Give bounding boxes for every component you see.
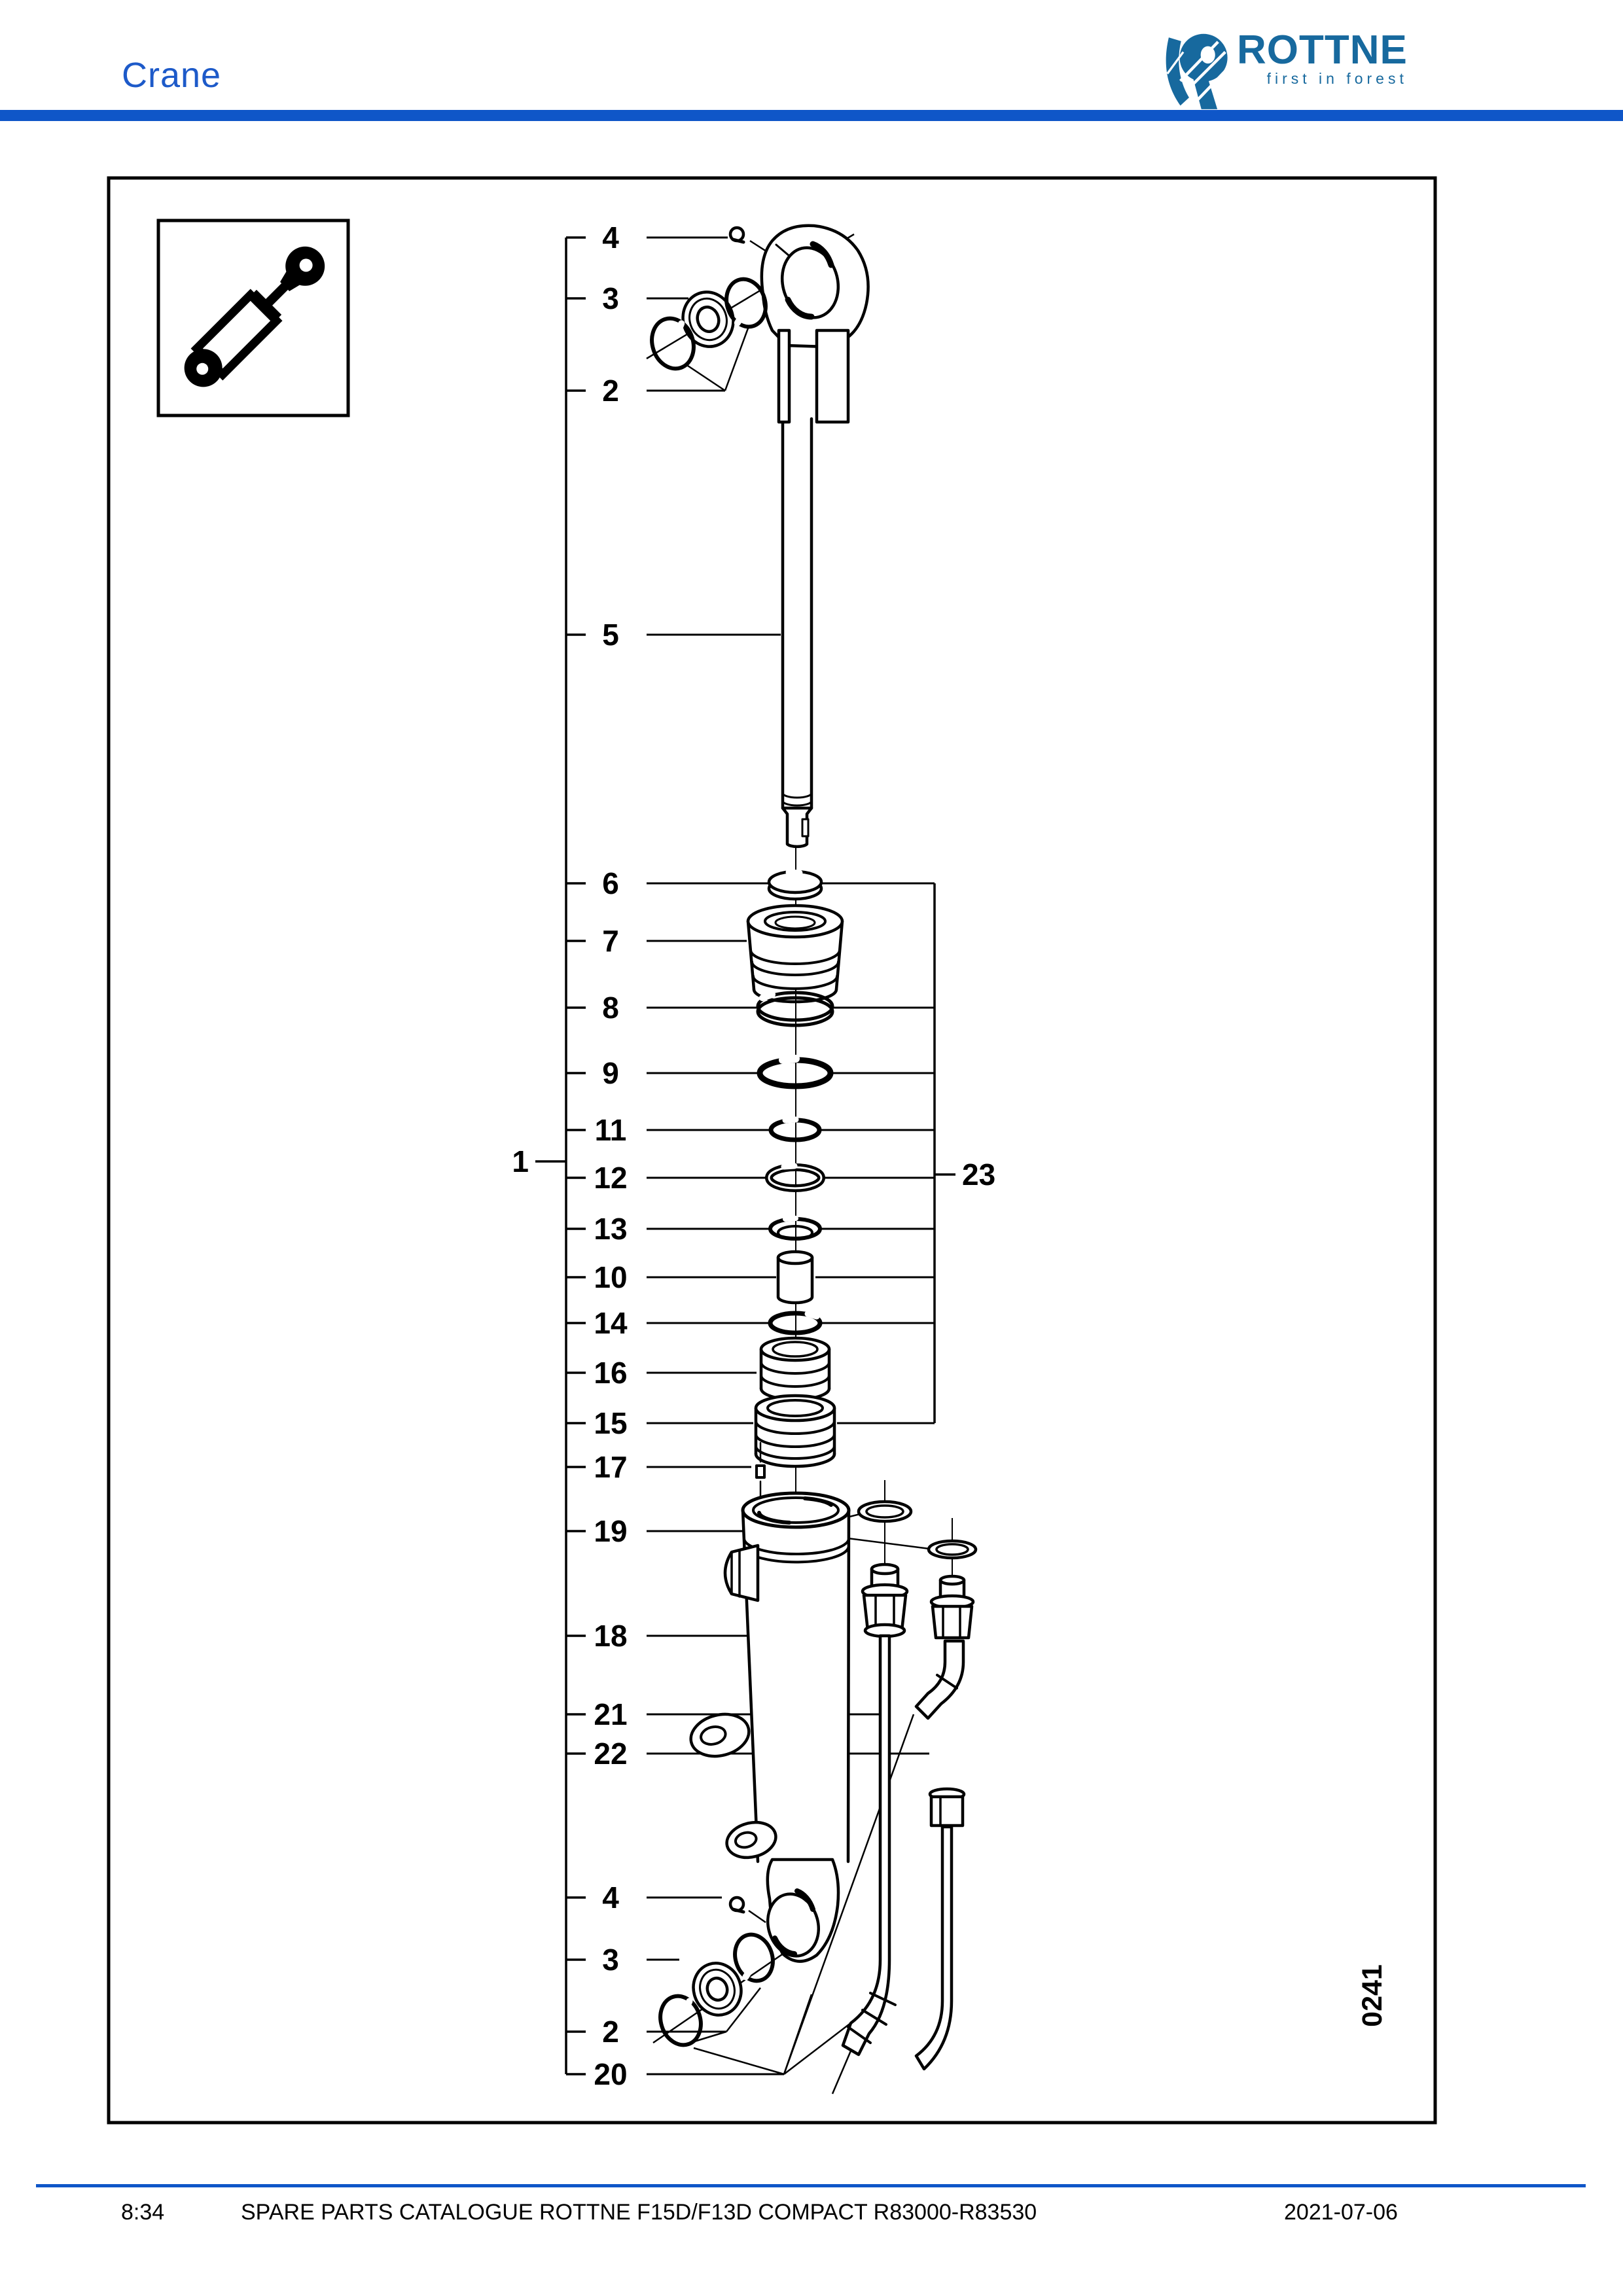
- part-bottom-clevis: [766, 1858, 840, 1963]
- footer-catalog-title: SPARE PARTS CATALOGUE ROTTNE F15D/F13D C…: [241, 2200, 1037, 2225]
- part-port-plug: [723, 1544, 760, 1602]
- part-stop-ring: [767, 869, 823, 901]
- callout-number-21: 21: [594, 1697, 627, 1731]
- seal-kit-number: 23: [962, 1157, 995, 1192]
- callout-number-5: 5: [602, 618, 619, 652]
- callout-number-15: 15: [594, 1406, 627, 1440]
- callout-number-14: 14: [594, 1306, 628, 1340]
- callout-number-17: 17: [594, 1450, 627, 1484]
- rottne-logo-mark-icon: [1166, 33, 1231, 109]
- part-bearing-bottom: [692, 1962, 743, 2017]
- callout-group: 4 3 2 5 6 7 8 9 11 12 13 10 14 16 15 17 19 18 21 22 4 3 2 20 1 23: [512, 221, 995, 2091]
- part-circlip-bottom-left: [658, 1994, 703, 2047]
- rottne-logo: ROTTNE first in forest: [1160, 29, 1503, 114]
- part-sealing-washer-left: [857, 1500, 913, 1523]
- part-piston-rod: [781, 393, 813, 849]
- callout-number-6: 6: [602, 866, 619, 900]
- part-grease-nipple-bottom: [728, 1896, 745, 1914]
- part-mounting-lug-upper: [689, 1712, 751, 1758]
- callout-number-3: 3: [602, 1943, 619, 1977]
- callout-number-18: 18: [594, 1619, 627, 1653]
- part-circlip-top-right: [724, 277, 768, 329]
- callout-number-2: 2: [602, 2015, 619, 2049]
- footer-rule: [36, 2184, 1586, 2187]
- cylinder-thumbnail: [156, 219, 350, 417]
- callout-number-13: 13: [594, 1212, 627, 1246]
- footer-time: 8:34: [121, 2200, 165, 2225]
- part-lock-pin: [755, 1441, 766, 1497]
- rottne-logo-tagline: first in forest: [1266, 70, 1408, 88]
- diagram-frame: [107, 176, 1437, 2125]
- callout-number-2: 2: [602, 374, 619, 408]
- callout-number-16: 16: [594, 1356, 627, 1390]
- part-circlip-9: [757, 1055, 834, 1089]
- callout-number-22: 22: [594, 1737, 627, 1771]
- part-spacer-sleeve: [776, 1250, 814, 1305]
- callout-number-19: 19: [594, 1514, 627, 1548]
- part-piston: [754, 1394, 836, 1468]
- footer-date: 2021-07-06: [1284, 2200, 1398, 2225]
- callout-number-10: 10: [594, 1260, 627, 1294]
- callout-number-3: 3: [602, 281, 619, 315]
- part-sealing-washer-right: [927, 1539, 978, 1560]
- hydraulic-cylinder-icon: [184, 246, 325, 387]
- rottne-logo-text: ROTTNE: [1237, 27, 1408, 73]
- part-mounting-lug-lower: [725, 1820, 777, 1860]
- callout-number-11: 11: [595, 1113, 627, 1147]
- part-bearing-top: [681, 291, 735, 348]
- header-accent-bar: [0, 110, 1623, 121]
- callout-number-12: 12: [594, 1161, 627, 1195]
- part-rod-eye-clevis: [760, 224, 870, 424]
- part-cylinder-tube: [741, 1491, 851, 1863]
- callout-number-4: 4: [602, 221, 619, 255]
- part-seal-13: [768, 1216, 822, 1241]
- part-gland: [746, 904, 844, 1004]
- callout-number-7: 7: [602, 924, 619, 958]
- assembly-number: 1: [512, 1144, 529, 1178]
- part-seal-ring-8: [756, 991, 834, 1027]
- callout-number-4: 4: [602, 1881, 619, 1915]
- part-piston-seal-set: [759, 1336, 831, 1402]
- part-ring-12: [765, 1163, 825, 1192]
- callout-number-9: 9: [602, 1056, 619, 1090]
- part-ring-11: [768, 1116, 822, 1142]
- part-circlip-bottom-right: [733, 1932, 775, 1983]
- page-stamp: 0241: [1357, 1964, 1388, 2027]
- callout-number-20: 20: [594, 2057, 627, 2091]
- part-circlip-top-left: [650, 316, 696, 371]
- part-hose-left: [841, 1563, 909, 2057]
- part-hose-right: [914, 1574, 975, 2071]
- page-title: Crane: [122, 56, 222, 95]
- callout-number-8: 8: [602, 991, 619, 1025]
- part-grease-nipple-top: [728, 226, 745, 244]
- part-ring-14: [768, 1311, 823, 1335]
